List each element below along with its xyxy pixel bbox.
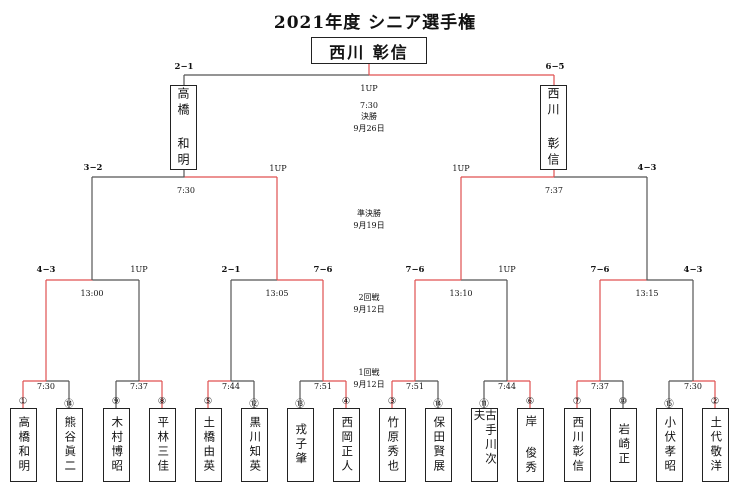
r1-time-8: 7:30 [684,382,702,391]
player-seed: ⑪ [479,399,489,410]
final-time: 7:30 [360,101,378,110]
r2-1-time: 13:00 [80,289,104,298]
r1-time-7: 7:37 [591,382,609,391]
player-seed: ⑫ [249,399,259,410]
player-name-box: 平林三佳 [149,408,176,482]
player-name-box: 土代敬洋 [702,408,729,482]
r2-3-time: 13:10 [449,289,473,298]
player-name-box: 西岡正人 [333,408,360,482]
player-seed: ⑭ [433,399,443,410]
r2-4-right-score: 4−3 [683,265,703,275]
r1-time-6: 7:44 [498,382,516,391]
player-name-box: 保田賢展 [425,408,452,482]
player-seed: ⑮ [664,399,674,410]
final-round: 決勝 [361,112,377,121]
semi-round: 準決勝 [357,209,381,218]
player-seed: ⑬ [295,399,305,410]
player-name-box: 高橋和明 [10,408,37,482]
player-seed: ⑦ [572,396,582,407]
finalist-right: 西川 彰信 [540,85,567,170]
player-name-box: 古手川次夫 [471,408,498,482]
r2-3-left-score: 7−6 [405,265,425,275]
r2-2-right-score: 7−6 [313,265,333,275]
r2-4-time: 13:15 [635,289,659,298]
player-name-box: 岸 俊秀 [517,408,544,482]
player-seed: ⑩ [618,396,628,407]
r1-time-1: 7:30 [37,382,55,391]
player-seed: ⑨ [111,396,121,407]
semi-2-left-score: 1UP [452,164,470,173]
r2-1-left-score: 4−3 [36,265,56,275]
player-seed: ① [18,396,28,407]
r1-time-2: 7:37 [130,382,148,391]
r1-time-5: 7:51 [406,382,424,391]
r2-2-left-score: 2−1 [221,265,241,275]
player-name-box: 岩崎正 [610,408,637,482]
r1-date: 9月12日 [353,380,385,389]
player-name-box: 戎子肇 [287,408,314,482]
player-name-box: 西川彰信 [564,408,591,482]
player-seed: ⑥ [525,396,535,407]
player-name-box: 竹原秀也 [379,408,406,482]
r2-4-left-score: 7−6 [590,265,610,275]
player-seed: ③ [387,396,397,407]
final-up: 1UP [360,84,378,93]
semi-2-right-score: 4−3 [637,163,657,173]
player-seed: ⑤ [203,396,213,407]
r1-time-3: 7:44 [222,382,240,391]
player-name-box: 小伏孝昭 [656,408,683,482]
player-seed: ④ [341,396,351,407]
r2-round: 2回戦 [358,293,380,302]
player-seed: ② [710,396,720,407]
finalist-left-score: 2−1 [174,62,194,72]
semi-1-left-score: 3−2 [83,163,103,173]
player-name-box: 熊谷眞二 [56,408,83,482]
player-seed: ⑭ [64,399,74,410]
r2-3-right-score: 1UP [498,265,516,274]
r2-2-time: 13:05 [265,289,289,298]
r1-round: 1回戦 [358,368,380,377]
finalist-right-score: 6−5 [545,62,565,72]
finalist-left: 高橋 和明 [170,85,197,170]
semi-date: 9月19日 [353,221,385,230]
player-name-box: 土橋由英 [195,408,222,482]
r2-1-right-score: 1UP [130,265,148,274]
semi-2-time: 7:37 [545,186,563,195]
final-date: 9月26日 [353,124,385,133]
player-name-box: 黒川知英 [241,408,268,482]
r1-time-4: 7:51 [314,382,332,391]
champion-box: 西川 彰信 [311,37,427,64]
semi-1-time: 7:30 [177,186,195,195]
player-name-box: 木村博昭 [103,408,130,482]
player-seed: ⑧ [157,396,167,407]
r2-date: 9月12日 [353,305,385,314]
semi-1-right-score: 1UP [269,164,287,173]
page-title: 2021年度 シニア選手権 [273,13,477,33]
